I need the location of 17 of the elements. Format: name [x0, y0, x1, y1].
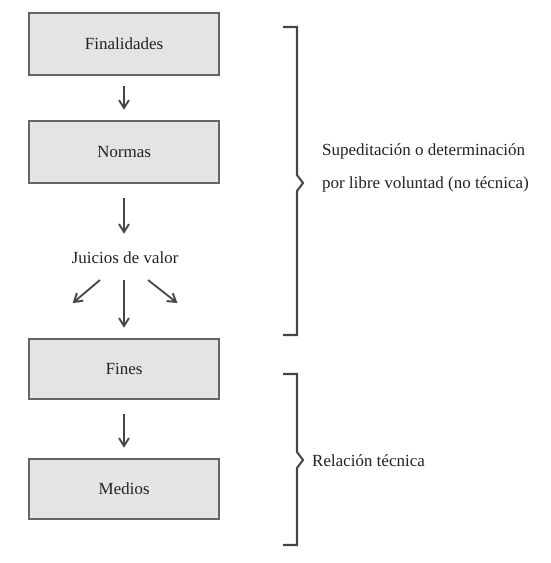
- node-label: Juicios de valor: [72, 248, 178, 268]
- box-label: Medios: [98, 479, 150, 499]
- bracket-label: Supeditación o determinación por libre voluntad (no técnica): [322, 139, 530, 194]
- bracket-label: Relación técnica: [312, 450, 426, 472]
- arrow: [118, 198, 130, 233]
- process-box: [28, 12, 220, 76]
- box-label: Fines: [106, 359, 142, 379]
- arrow: [118, 280, 130, 327]
- arrow: [147, 279, 177, 303]
- arrow: [73, 279, 101, 303]
- process-box: [28, 458, 220, 520]
- box-label: Normas: [97, 142, 151, 162]
- arrow: [118, 414, 130, 447]
- process-box: [28, 338, 220, 400]
- arrow: [118, 86, 130, 109]
- process-box: [28, 120, 220, 184]
- box-label: Finalidades: [84, 34, 164, 54]
